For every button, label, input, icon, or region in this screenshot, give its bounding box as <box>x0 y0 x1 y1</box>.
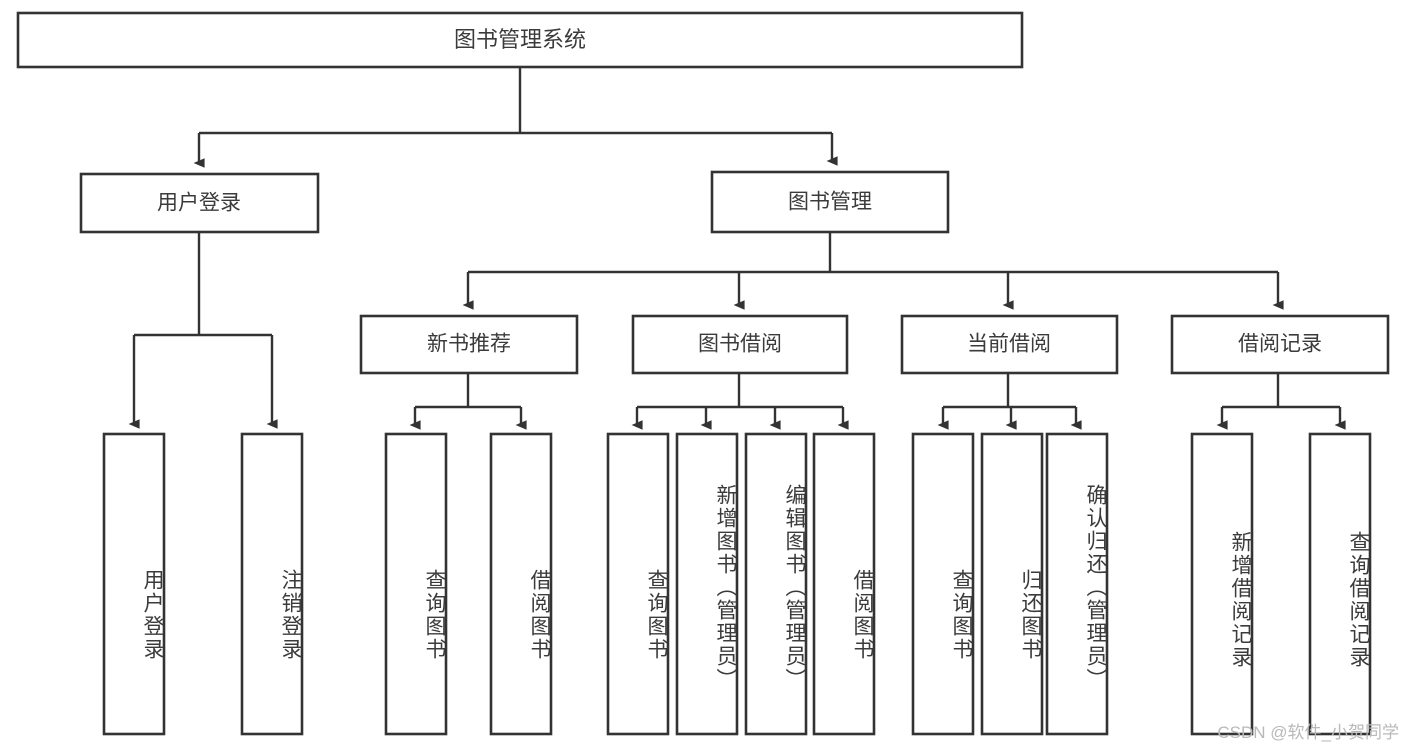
node-leaf-logout-login[interactable] <box>240 432 304 736</box>
node-leaf-query-borrow-record[interactable] <box>1308 432 1372 736</box>
node-leaf-user-login[interactable] <box>102 432 166 736</box>
node-root[interactable]: 图书管理系统 <box>16 11 1024 69</box>
node-user-login-label: 用户登录 <box>157 192 241 215</box>
node-user-login[interactable]: 用户登录 <box>79 172 320 234</box>
node-book-borrow[interactable]: 图书借阅 <box>631 314 849 375</box>
node-current-borrow-label: 当前借阅 <box>967 333 1051 356</box>
node-root-label: 图书管理系统 <box>454 27 586 52</box>
node-borrow-record[interactable]: 借阅记录 <box>1170 314 1390 375</box>
connector-currentborrow-to-leaves <box>937 373 1082 430</box>
node-leaf-borrow-book-1[interactable] <box>489 432 553 736</box>
node-borrow-record-label: 借阅记录 <box>1238 333 1322 356</box>
node-new-book-recommend-label: 新书推荐 <box>427 333 511 356</box>
node-book-management[interactable]: 图书管理 <box>710 170 950 234</box>
connector-bookmgmt-to-level3 <box>462 232 1284 310</box>
node-leaf-query-book-2[interactable] <box>606 432 670 736</box>
connector-borrowrecord-to-leaves <box>1216 373 1346 430</box>
node-leaf-add-book-admin[interactable] <box>675 432 739 736</box>
node-leaf-query-book-1[interactable] <box>384 432 448 736</box>
connector-userlogin-to-leaves <box>128 232 278 429</box>
node-leaf-edit-book-admin[interactable] <box>744 432 808 736</box>
node-leaf-return-book[interactable] <box>980 432 1044 736</box>
node-new-book-recommend[interactable]: 新书推荐 <box>359 314 579 375</box>
connector-root-to-level2 <box>193 67 838 168</box>
node-leaf-add-borrow-record[interactable] <box>1190 432 1254 736</box>
connector-newbook-to-leaves <box>409 373 527 430</box>
node-current-borrow[interactable]: 当前借阅 <box>900 314 1119 375</box>
connector-bookborrow-to-leaves <box>631 373 849 430</box>
node-leaf-confirm-return-admin[interactable] <box>1045 432 1109 736</box>
node-leaf-query-book-3[interactable] <box>911 432 975 736</box>
node-book-borrow-label: 图书借阅 <box>698 333 782 356</box>
node-leaf-borrow-book-2[interactable] <box>812 432 876 736</box>
node-book-management-label: 图书管理 <box>788 191 872 214</box>
csdn-watermark: CSDN @软件_小贺同学 <box>1217 723 1399 742</box>
